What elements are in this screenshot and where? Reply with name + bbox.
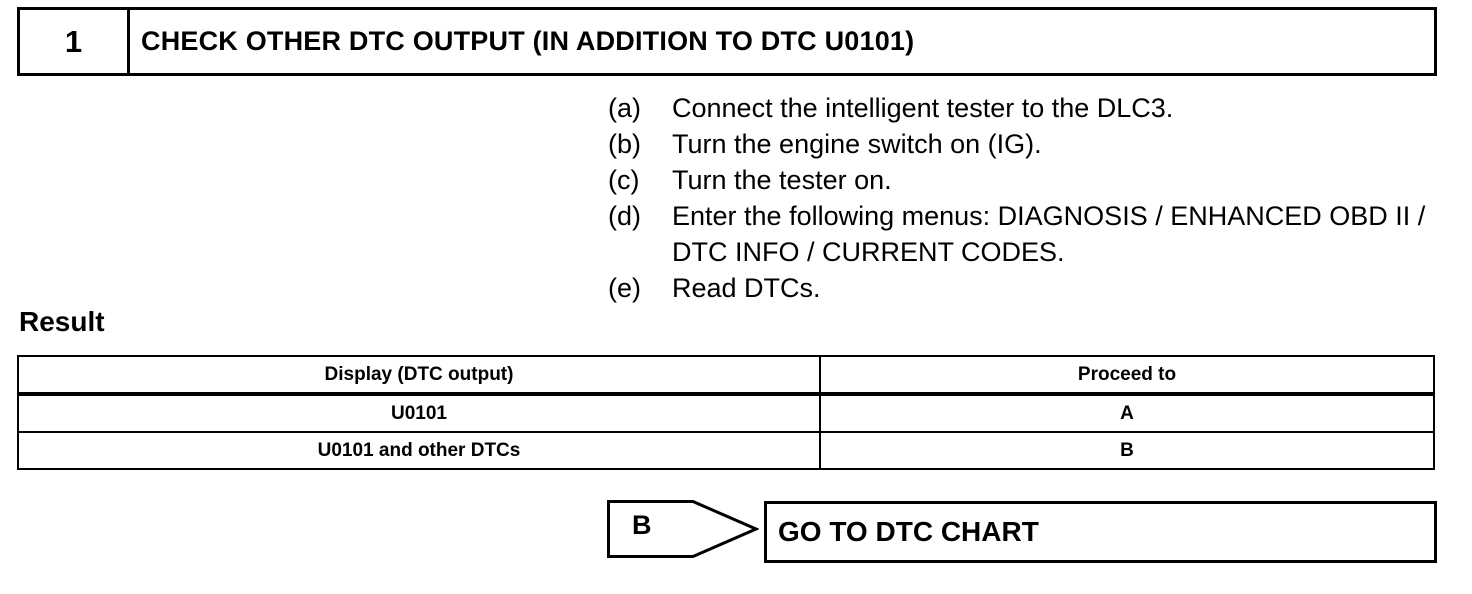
table-cell-display: U0101	[17, 393, 821, 433]
procedure-step-text: Read DTCs.	[672, 273, 821, 303]
table-row: U0101 and other DTCs B	[17, 431, 1435, 470]
step-header: 1 CHECK OTHER DTC OUTPUT (IN ADDITION TO…	[17, 7, 1437, 76]
table-row: U0101 A	[17, 393, 1435, 433]
procedure-step-label: (b)	[608, 129, 641, 159]
procedure-step: (a) Connect the intelligent tester to th…	[608, 90, 1438, 126]
column-header-proceed: Proceed to	[819, 355, 1435, 395]
procedure-step-text: Turn the engine switch on (IG).	[672, 129, 1042, 159]
branch-action: GO TO DTC CHART	[764, 501, 1437, 563]
procedure-step: (b) Turn the engine switch on (IG).	[608, 126, 1438, 162]
procedure-step-text: Enter the following menus: DIAGNOSIS / E…	[672, 201, 1426, 267]
procedure-step-text: Turn the tester on.	[672, 165, 892, 195]
branch-arrow-icon	[607, 500, 759, 558]
procedure-step: (c) Turn the tester on.	[608, 162, 1438, 198]
branch-label: B	[632, 510, 652, 540]
procedure-step: (d) Enter the following menus: DIAGNOSIS…	[608, 198, 1438, 270]
procedure-step-label: (a)	[608, 93, 641, 123]
table-cell-proceed: B	[819, 431, 1435, 470]
procedure-step-label: (d)	[608, 201, 641, 231]
table-cell-display: U0101 and other DTCs	[17, 431, 821, 470]
table-header-row: Display (DTC output) Proceed to	[17, 355, 1435, 395]
procedure-step-label: (c)	[608, 165, 640, 195]
table-cell-proceed: A	[819, 393, 1435, 433]
procedure-step: (e) Read DTCs.	[608, 270, 1438, 306]
procedure-list: (a) Connect the intelligent tester to th…	[608, 90, 1438, 306]
step-title: CHECK OTHER DTC OUTPUT (IN ADDITION TO D…	[141, 26, 915, 56]
result-heading: Result	[19, 306, 105, 337]
procedure-step-text: Connect the intelligent tester to the DL…	[672, 93, 1174, 123]
procedure-step-label: (e)	[608, 273, 641, 303]
step-number: 1	[20, 10, 130, 73]
result-table: Display (DTC output) Proceed to U0101 A …	[17, 355, 1435, 470]
column-header-display: Display (DTC output)	[17, 355, 821, 395]
